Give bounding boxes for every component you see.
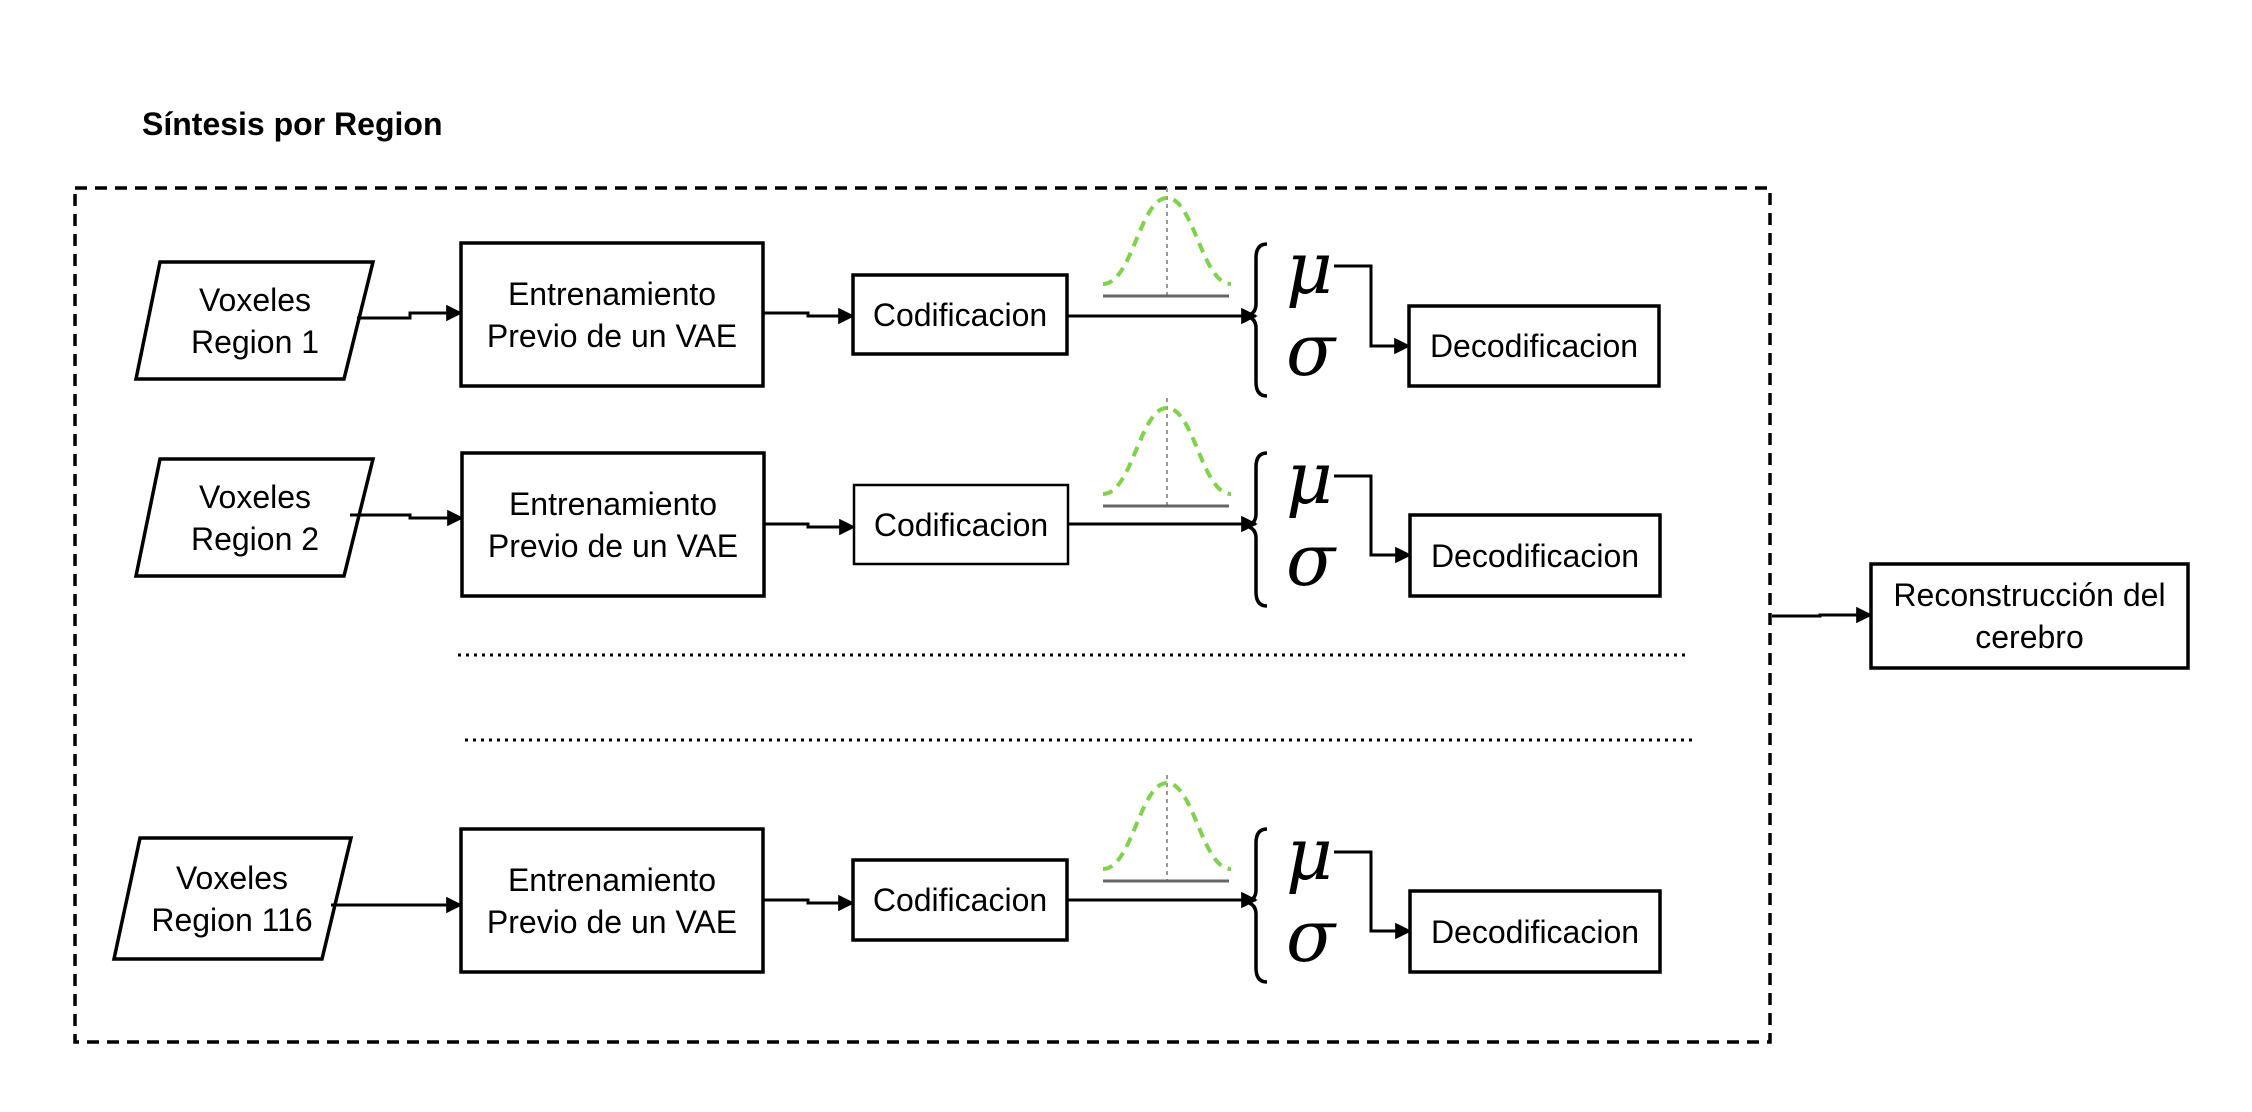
row-2-encoding-label: Codificacion bbox=[873, 506, 1049, 543]
diagram-title: Síntesis por Region bbox=[142, 106, 443, 142]
row-2-training-label: Entrenamiento Previo de un VAE bbox=[487, 485, 739, 564]
voxel-input-shape bbox=[133, 457, 376, 578]
row-2-mu-symbol: μ bbox=[1286, 436, 1333, 520]
row-116-training-label: Entrenamiento Previo de un VAE bbox=[486, 861, 738, 940]
gaussian-curve bbox=[1102, 405, 1232, 496]
row-116-input-label: Voxeles Region 116 bbox=[151, 859, 313, 938]
connector-input-training bbox=[350, 509, 464, 527]
connector-training-encoding bbox=[763, 894, 855, 912]
row-1-decoding-label: Decodificacion bbox=[1429, 328, 1639, 364]
row-2-decoding-label: Decodificacion bbox=[1430, 537, 1640, 574]
region-group-box bbox=[73, 186, 1772, 1044]
connector-mu-decoding bbox=[1334, 264, 1411, 355]
row-1-sigma-symbol: σ bbox=[1286, 308, 1336, 392]
voxel-input-shape bbox=[133, 260, 376, 381]
pipeline-row-2 bbox=[133, 398, 1662, 608]
row-116-encoding-label: Codificacion bbox=[872, 882, 1048, 918]
connector-training-encoding bbox=[763, 307, 855, 325]
connector-group-output bbox=[1772, 606, 1873, 624]
pipeline-row-1 bbox=[133, 188, 1661, 398]
gaussian-curve bbox=[1102, 195, 1232, 286]
row-2-sigma-symbol: σ bbox=[1286, 518, 1336, 602]
row-2-input-label: Voxeles Region 2 bbox=[190, 478, 320, 557]
pipeline-row-116 bbox=[111, 775, 1662, 984]
row-116-mu-symbol: μ bbox=[1286, 812, 1333, 896]
latent-brace bbox=[1245, 451, 1268, 608]
connector-mu-decoding bbox=[1334, 850, 1412, 940]
connector-input-training bbox=[357, 304, 463, 322]
row-116-sigma-symbol: σ bbox=[1286, 894, 1336, 978]
gaussian-curve bbox=[1102, 780, 1232, 871]
latent-brace bbox=[1245, 827, 1268, 984]
connector-training-encoding bbox=[764, 518, 856, 536]
row-1-input-label: Voxeles Region 1 bbox=[190, 281, 320, 360]
voxel-input-shape bbox=[111, 836, 354, 961]
reconstruction-label: Reconstrucción del cerebro bbox=[1893, 577, 2166, 655]
latent-brace bbox=[1245, 242, 1268, 398]
row-1-encoding-label: Codificacion bbox=[872, 296, 1048, 333]
connector-mu-decoding bbox=[1334, 474, 1412, 564]
row-1-mu-symbol: μ bbox=[1286, 226, 1333, 310]
row-1-training-label: Entrenamiento Previo de un VAE bbox=[486, 275, 738, 354]
row-116-decoding-label: Decodificacion bbox=[1430, 913, 1640, 950]
